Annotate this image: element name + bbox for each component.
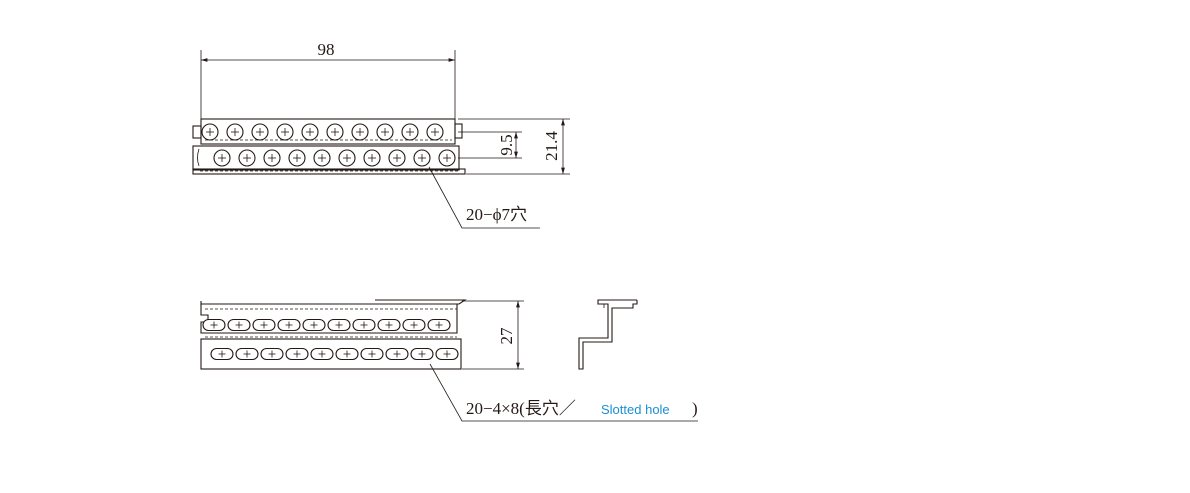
slot-hole-callout-english: Slotted hole: [601, 402, 670, 417]
round-hole-leader: [428, 166, 540, 229]
round-hole: [326, 123, 344, 141]
width-dimension-label: 98: [318, 40, 335, 59]
round-hole: [263, 149, 281, 167]
slot-hole: [435, 347, 459, 361]
slot-hole: [402, 318, 426, 332]
slot-hole-leader: [429, 363, 698, 422]
lower-slot-row: [210, 347, 459, 361]
side-profile: [578, 299, 638, 370]
slot-hole: [202, 318, 226, 332]
lower-plate-flange: [192, 168, 466, 175]
total-height-dimension-label: 21.4: [542, 131, 561, 161]
round-hole: [201, 123, 219, 141]
slot-hole: [210, 347, 234, 361]
slot-hole: [252, 318, 276, 332]
round-hole: [438, 149, 456, 167]
slot-hole: [227, 318, 251, 332]
top-view: 98 9.5 21.4 20−ϕ7穴: [192, 40, 570, 229]
upper-slot-row: [202, 318, 451, 332]
upper-hole-row: [201, 123, 444, 141]
slot-hole: [427, 318, 451, 332]
slot-hole-callout-prefix: 20−4×8(長穴／: [466, 399, 576, 418]
round-hole: [351, 123, 369, 141]
round-hole: [213, 149, 231, 167]
slot-hole: [260, 347, 284, 361]
round-hole: [388, 149, 406, 167]
round-hole: [251, 123, 269, 141]
slot-hole: [285, 347, 309, 361]
bottom-view-lower-panel: [200, 338, 462, 370]
lower-hole-row: [213, 149, 456, 167]
round-hole: [413, 149, 431, 167]
bottom-height-dimension-label: 27: [497, 327, 516, 345]
round-hole: [363, 149, 381, 167]
round-hole: [401, 123, 419, 141]
slot-hole: [327, 318, 351, 332]
upper-plate-left-tab: [192, 125, 202, 139]
round-hole: [376, 123, 394, 141]
slot-hole-callout-suffix: ): [692, 399, 698, 418]
round-hole: [426, 123, 444, 141]
inner-height-dimension-label: 9.5: [497, 134, 516, 155]
round-hole: [338, 149, 356, 167]
slot-hole: [352, 318, 376, 332]
slot-hole: [302, 318, 326, 332]
slot-hole: [410, 347, 434, 361]
round-hole: [313, 149, 331, 167]
round-hole: [301, 123, 319, 141]
upper-plate-right-tab: [454, 123, 463, 139]
round-hole: [226, 123, 244, 141]
slot-hole: [385, 347, 409, 361]
slot-hole: [277, 318, 301, 332]
slot-hole: [360, 347, 384, 361]
slot-hole: [235, 347, 259, 361]
bottom-view: 27 20−4×8(長穴／ Slotted hole ): [200, 299, 698, 422]
lower-plate-bend: [197, 148, 200, 167]
slot-hole: [335, 347, 359, 361]
round-hole-callout: 20−ϕ7穴: [466, 205, 527, 224]
slot-hole: [377, 318, 401, 332]
round-hole: [238, 149, 256, 167]
round-hole: [288, 149, 306, 167]
slot-hole: [310, 347, 334, 361]
bottom-view-top-edge: [200, 299, 467, 305]
round-hole: [276, 123, 294, 141]
